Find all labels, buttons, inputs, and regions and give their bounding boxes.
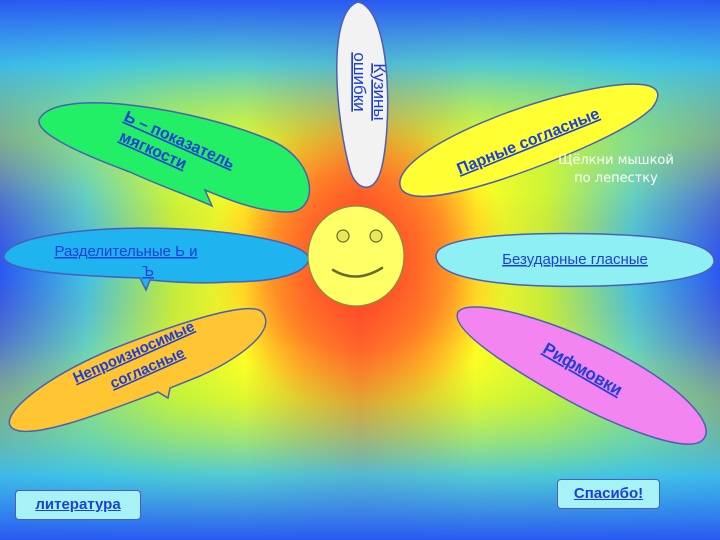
petal-bezudarnye-glasnye[interactable]: Безударные гласные: [435, 232, 715, 288]
petal-bezudarnye-label: Безударные гласные: [502, 251, 648, 268]
hint-line1: Щёлкни мышкой: [558, 153, 674, 168]
hint-line2: по лепестку: [574, 171, 658, 186]
smiley-face: [307, 205, 405, 307]
petal-razdel-line2: Ъ: [142, 263, 154, 280]
petal-razdel-line1: Разделительные Ь и: [54, 243, 197, 260]
petal-neproiznosimye[interactable]: Непроизносимые согласные: [8, 308, 267, 433]
thanks-button[interactable]: Спасибо!: [557, 479, 660, 509]
petal-razdelitelnye[interactable]: Разделительные Ь и Ъ: [3, 227, 310, 292]
smiley-left-eye: [336, 229, 350, 243]
petal-kuziny-line2: ошибки: [350, 52, 369, 111]
petal-kuziny-line1: Кузины: [370, 63, 389, 120]
literature-button[interactable]: литература: [15, 490, 141, 520]
smiley-mouth: [331, 266, 384, 278]
click-petal-hint: Щёлкни мышкой по лепестку: [556, 152, 676, 188]
smiley-right-eye: [369, 229, 383, 243]
petal-kuziny-oshibki[interactable]: Кузины ошибки: [336, 1, 389, 188]
